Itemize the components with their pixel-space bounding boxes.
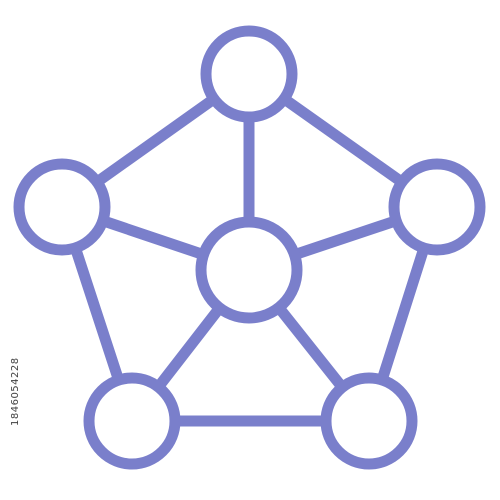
node-top xyxy=(200,25,298,123)
node-center xyxy=(195,216,303,324)
stock-id-label: 1846054228 xyxy=(10,357,21,426)
node-bottomLeft xyxy=(83,372,181,470)
network-nodes xyxy=(13,25,486,470)
node-right xyxy=(388,158,486,256)
node-left xyxy=(13,158,111,256)
node-bottomRight xyxy=(320,372,418,470)
